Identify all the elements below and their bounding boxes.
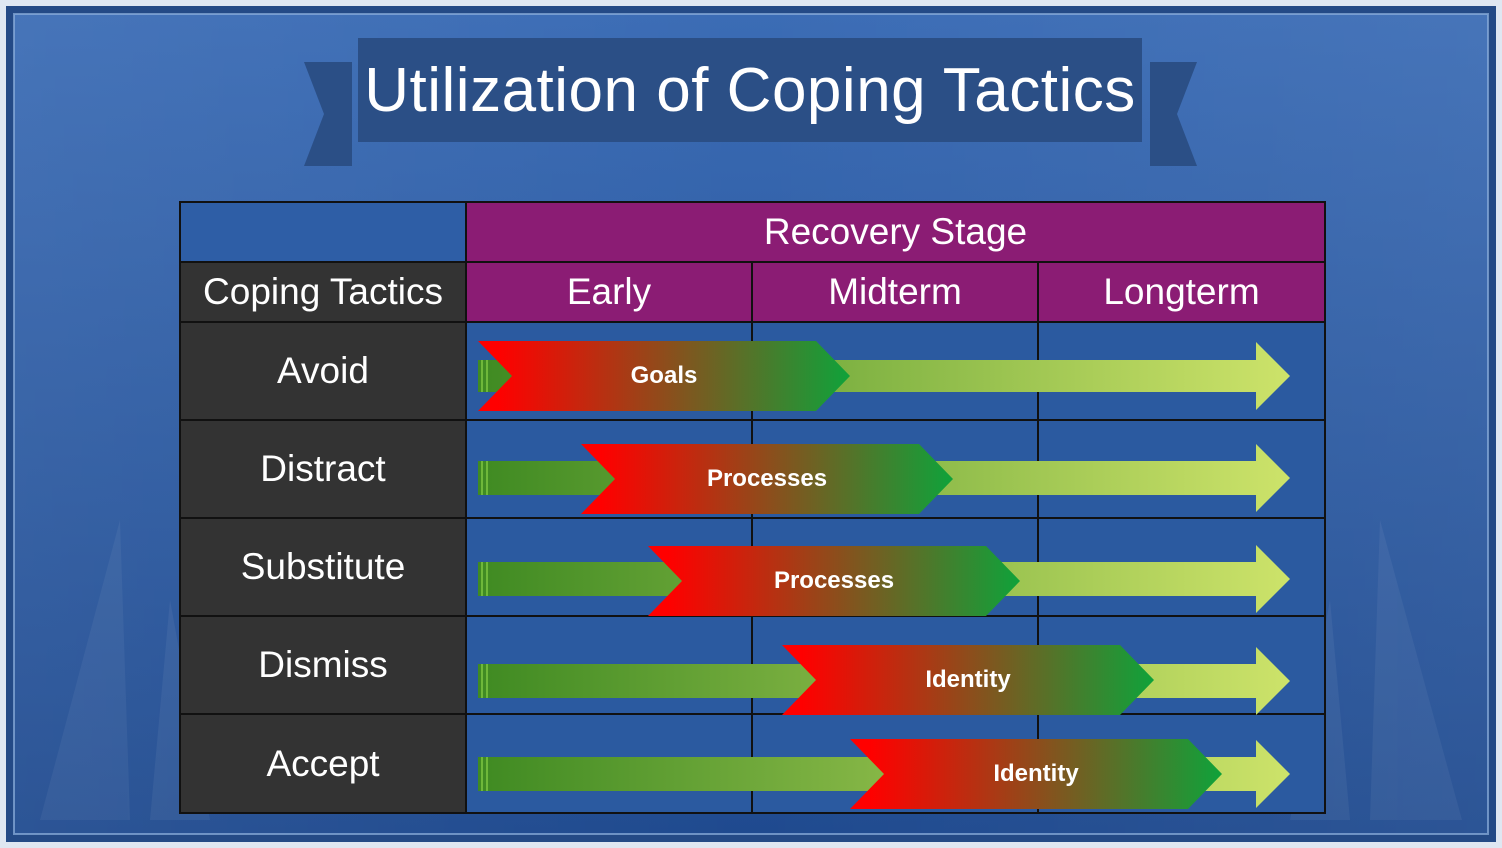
chevron-arrow-dismiss (782, 645, 1154, 715)
stage-header-longterm: Longterm (1103, 271, 1260, 312)
chevron-arrow-avoid (478, 341, 850, 411)
long-arrow-avoid (478, 342, 1290, 410)
coping-tactics-header: Coping Tactics (203, 271, 443, 312)
row-label-substitute: Substitute (240, 546, 406, 587)
arrow-label-goals: Goals (630, 362, 698, 389)
chevron-arrow-accept (850, 739, 1222, 809)
early-header-cell (465, 261, 753, 323)
corner-top-cell (179, 201, 467, 263)
title-banner: Utilization of Coping Tactics (358, 38, 1142, 142)
arrow-label-processes-1: Processes (706, 465, 828, 492)
row-label-distract: Distract (260, 448, 386, 489)
chevron-arrow-substitute (648, 546, 1020, 616)
row-label-avoid: Avoid (277, 350, 369, 391)
page-title: Utilization of Coping Tactics (364, 55, 1136, 125)
midterm-header-cell (751, 261, 1039, 323)
row-label-dismiss: Dismiss (258, 644, 388, 685)
ribbon-right (1150, 62, 1197, 166)
cell-dismiss-0 (179, 615, 467, 715)
cell-substitute-0 (179, 517, 467, 617)
row-label-accept: Accept (266, 742, 380, 784)
coping-tactics-header-cell (179, 261, 467, 323)
stage-header-early: Early (566, 271, 652, 312)
arrow-label-identity-2: Identity (993, 760, 1079, 787)
cell-accept-0 (179, 713, 467, 814)
stage-header-midterm: Midterm (828, 271, 962, 312)
longterm-header-cell (1037, 261, 1326, 323)
arrow-label-identity-1: Identity (925, 666, 1011, 693)
cell-avoid-0 (179, 321, 467, 421)
cell-distract-0 (179, 419, 467, 519)
ribbon-left (304, 62, 352, 166)
arrow-label-processes-2: Processes (773, 567, 895, 594)
chevron-arrow-distract (581, 444, 953, 514)
recovery-stage-header: Recovery Stage (763, 211, 1028, 252)
